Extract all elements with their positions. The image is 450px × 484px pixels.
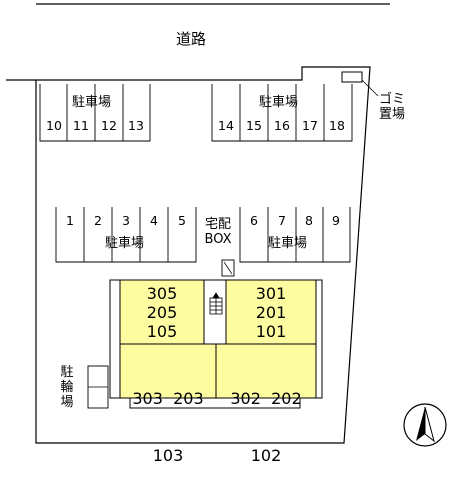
- parking-spot: 4: [150, 213, 158, 228]
- parking-label-top-right: 駐車場: [259, 95, 299, 110]
- unit-block-bottom-right: [215, 343, 317, 399]
- unit-label-bottom-left: 303 203 103: [120, 351, 216, 484]
- delivery-box-label-line2: BOX: [204, 232, 232, 247]
- unit-number: 201: [255, 303, 287, 322]
- building: [109, 279, 323, 409]
- parking-spot: 1: [66, 213, 74, 228]
- bicycle-parking-label: 駐 輪 場: [60, 365, 74, 410]
- unit-number: 103: [152, 446, 184, 465]
- parking-spot: 11: [73, 118, 89, 133]
- garbage-area: [341, 71, 363, 83]
- unit-number: 205: [146, 303, 178, 322]
- bicycle-parking-label-char: 場: [60, 395, 74, 410]
- road-label: 道路: [176, 30, 207, 48]
- parking-spot: 9: [332, 213, 340, 228]
- unit-block-bottom-left: [119, 343, 217, 399]
- unit-number: 301: [255, 284, 287, 303]
- parking-spot: 6: [250, 213, 258, 228]
- parking-label-mid-left: 駐車場: [105, 236, 145, 251]
- parking-block-top-right: [211, 84, 353, 142]
- unit-label-top-left: 305 205 105: [120, 284, 204, 341]
- unit-number: 105: [146, 322, 178, 341]
- parking-spot: 14: [218, 118, 234, 133]
- garbage-leader: [361, 79, 379, 97]
- parking-spot: 16: [274, 118, 290, 133]
- parking-spot: 7: [278, 213, 286, 228]
- unit-label-top-right: 301 201 101: [226, 284, 316, 341]
- unit-block-top-right: [225, 279, 317, 345]
- parking-spot: 8: [305, 213, 313, 228]
- parking-spot: 10: [46, 118, 62, 133]
- parking-block-mid-right: [239, 207, 351, 263]
- unit-number: 303 203: [132, 389, 204, 408]
- site-plan: [6, 3, 447, 447]
- parking-spot: 3: [122, 213, 130, 228]
- delivery-box-label-line1: 宅配: [204, 217, 231, 232]
- parking-spot: 17: [302, 118, 318, 133]
- parking-spot: 2: [94, 213, 102, 228]
- stair-hall: [203, 279, 227, 345]
- parking-spot: 13: [128, 118, 144, 133]
- garbage-label-line1: ゴミ: [379, 92, 406, 107]
- garbage-label: ゴミ 置場: [379, 92, 405, 122]
- unit-number: 102: [250, 446, 282, 465]
- parking-spot: 15: [246, 118, 262, 133]
- lot-boundary: [6, 66, 371, 444]
- bicycle-parking-label-char: 駐: [60, 365, 74, 380]
- parking-label-top-left: 駐車場: [72, 95, 112, 110]
- parking-label-mid-right: 駐車場: [268, 236, 308, 251]
- stairs-icon: [209, 292, 223, 315]
- parking-spot: 18: [329, 118, 345, 133]
- unit-number: 302 202: [230, 389, 302, 408]
- unit-label-bottom-right: 302 202 102: [216, 351, 316, 484]
- garbage-label-line2: 置場: [379, 107, 406, 122]
- delivery-box-mark: [223, 261, 233, 275]
- north-arrow-icon: [403, 403, 447, 447]
- delivery-box-label: 宅配 BOX: [201, 217, 235, 247]
- bicycle-parking-label-char: 輪: [60, 380, 74, 395]
- unit-number: 305: [146, 284, 178, 303]
- parking-block-mid-left: [55, 207, 197, 263]
- parking-spot: 12: [101, 118, 117, 133]
- unit-block-top-left: [119, 279, 205, 345]
- parking-block-top-left: [39, 84, 151, 142]
- unit-number: 101: [255, 322, 287, 341]
- parking-spot: 5: [178, 213, 186, 228]
